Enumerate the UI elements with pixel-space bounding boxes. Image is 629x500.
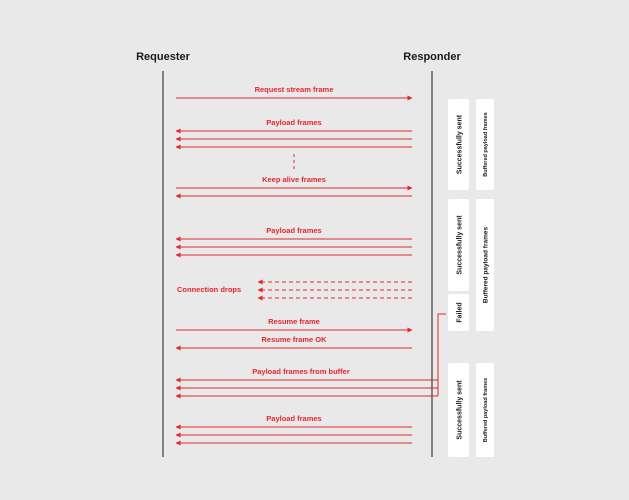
status-box-failed: [448, 294, 469, 331]
label-payload-frames-3: Payload frames: [266, 414, 321, 423]
label-payload-frames-1: Payload frames: [266, 118, 321, 127]
status-label-buffered-1: Buffered payload frames: [483, 112, 489, 177]
status-box-sent-2: [448, 199, 469, 291]
status-box-sent-1: [448, 99, 469, 190]
label-resume-frame: Resume frame: [268, 317, 320, 326]
label-request-stream-frame: Request stream frame: [255, 85, 334, 94]
status-label-sent-1: Successfully sent: [457, 114, 464, 174]
requester-title: Requester: [136, 51, 191, 63]
status-label-sent-3: Successfully sent: [457, 380, 464, 440]
label-resume-frame-ok: Resume frame OK: [261, 335, 327, 344]
status-box-sent-3: [448, 363, 469, 457]
label-payload-frames-from-buffer: Payload frames from buffer: [252, 367, 350, 376]
buffer-link-line: [437, 313, 446, 396]
label-connection-drops: Connection drops: [177, 285, 241, 294]
status-box-buffered-1: [476, 99, 494, 190]
status-label-buffered-2: Buffered payload frames: [483, 227, 490, 304]
status-label-failed: Failed: [457, 302, 464, 322]
responder-title: Responder: [403, 51, 461, 63]
status-label-buffered-3: Buffered payload frames: [483, 378, 489, 443]
status-box-buffered-3: [476, 363, 494, 457]
label-payload-frames-2: Payload frames: [266, 226, 321, 235]
label-keep-alive-frames: Keep alive frames: [262, 175, 326, 184]
status-box-buffered-2: [476, 199, 494, 331]
status-label-sent-2: Successfully sent: [457, 215, 464, 275]
